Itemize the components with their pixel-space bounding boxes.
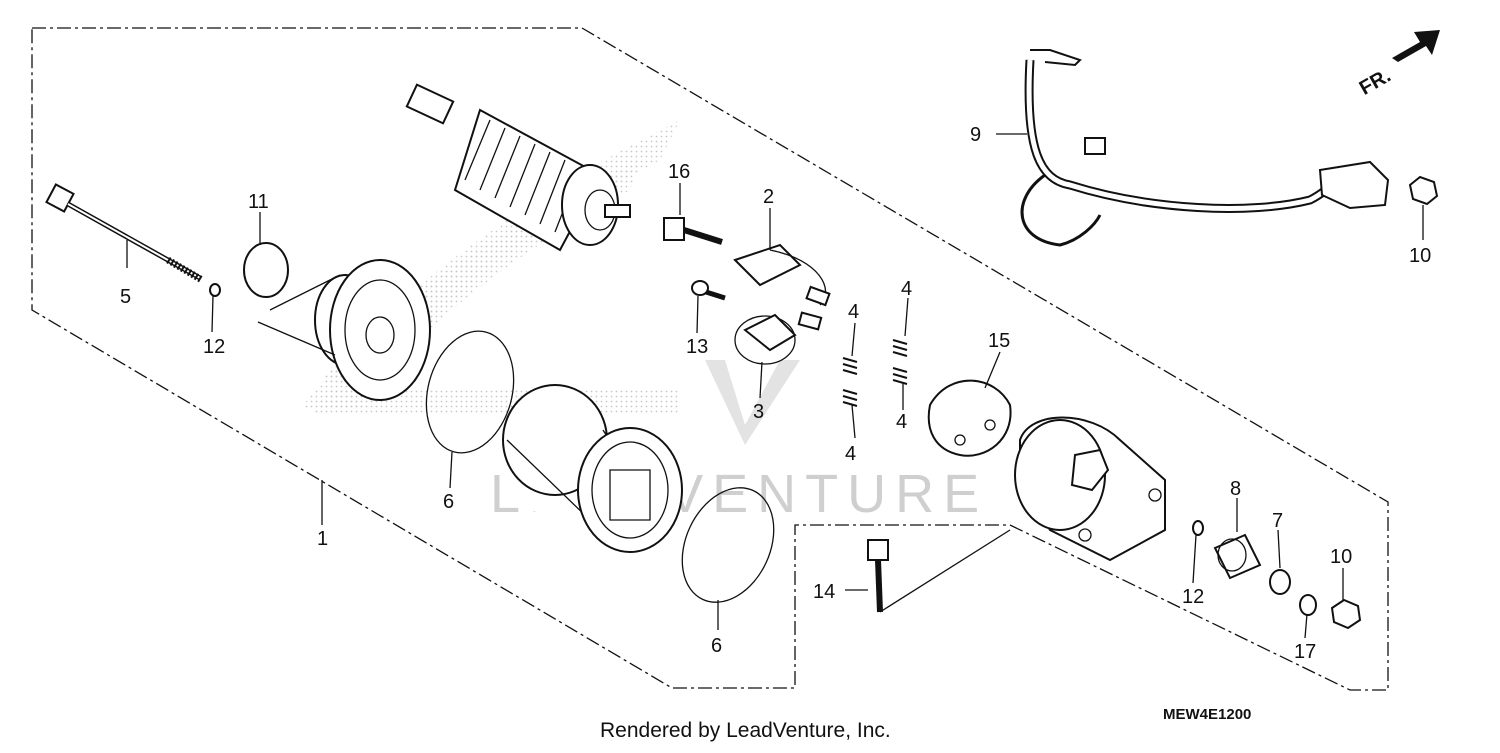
callout-4b: 4 [901, 278, 912, 300]
springs-part [842, 339, 908, 407]
callout-11: 11 [248, 191, 269, 213]
o-ring-small-part [243, 242, 289, 298]
callout-14: 14 [813, 581, 835, 603]
o-ring-middle-part [425, 330, 515, 454]
callout-labels: 1 2 3 4 4 4 4 5 6 6 7 8 9 10 10 11 12 12… [120, 124, 1431, 663]
callout-10a: 10 [1409, 245, 1431, 267]
diagram-code: MEW4E1200 [1163, 706, 1251, 723]
callout-6b: 6 [711, 635, 722, 657]
washer-left-part [209, 283, 221, 297]
o-ring-lower-part [681, 487, 775, 603]
callout-5: 5 [120, 286, 131, 308]
callout-1: 1 [317, 528, 328, 550]
washer-right-part [1192, 520, 1204, 536]
washer-17-part [1299, 594, 1317, 616]
assembly-boundary [31, 27, 1389, 691]
nut-upper-part [1408, 175, 1439, 206]
callout-16: 16 [668, 161, 690, 183]
starter-cable-part [1020, 49, 1390, 247]
long-bolt-part [45, 183, 204, 284]
brush-plate-part [927, 379, 1012, 457]
credit-text: Rendered by LeadVenture, Inc. [600, 719, 891, 742]
callout-8: 8 [1230, 478, 1241, 500]
direction-label: FR. [1356, 65, 1395, 100]
callout-13: 13 [686, 336, 708, 358]
yoke-housing-part [502, 384, 683, 553]
armature-part [405, 83, 631, 252]
terminal-bolt-part [663, 217, 723, 245]
brush-part [734, 311, 823, 365]
callout-12b: 12 [1182, 586, 1204, 608]
front-direction-arrow: FR. [1356, 30, 1440, 100]
callout-4c: 4 [896, 411, 907, 433]
mounting-bolt-part [867, 529, 1011, 613]
callout-7: 7 [1272, 510, 1283, 532]
callout-4d: 4 [845, 443, 856, 465]
insulator-part [1213, 533, 1262, 580]
callout-15: 15 [988, 330, 1010, 352]
screw-part [691, 280, 726, 301]
callout-17: 17 [1294, 641, 1316, 663]
washer-7-part [1269, 569, 1291, 595]
callout-6a: 6 [443, 491, 454, 513]
callout-9: 9 [970, 124, 981, 146]
front-cover-part [257, 259, 431, 401]
leader-lines [126, 133, 1424, 639]
callout-2: 2 [763, 186, 774, 208]
rear-cover-part [1014, 416, 1166, 562]
brush-holder-part [733, 243, 831, 307]
callout-12a: 12 [203, 336, 225, 358]
callout-4a: 4 [848, 301, 859, 323]
callout-3: 3 [753, 401, 764, 423]
nut-lower-part [1330, 598, 1362, 630]
callout-10b: 10 [1330, 546, 1352, 568]
